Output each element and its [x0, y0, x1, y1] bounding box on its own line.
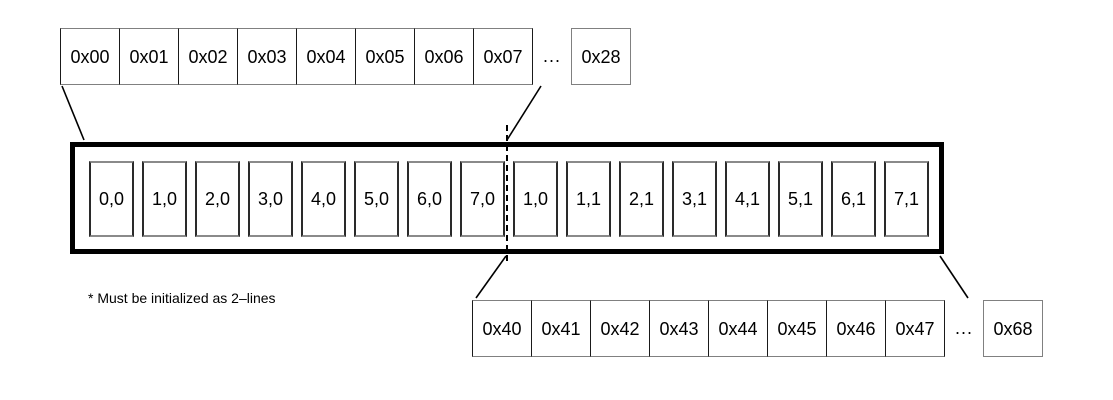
address-cell: 0x00	[60, 28, 120, 85]
address-cell: 0x07	[473, 28, 533, 85]
connector-bottom-right	[939, 255, 969, 299]
top-address-row: 0x00 0x01 0x02 0x03 0x04 0x05 0x06 0x07 …	[60, 28, 631, 85]
memory-cell: 5,1	[778, 161, 823, 237]
address-cell: 0x41	[531, 300, 591, 357]
address-cell: 0x03	[237, 28, 297, 85]
address-cell: 0x45	[767, 300, 827, 357]
connector-top-left	[61, 85, 85, 141]
memory-cell: 7,1	[884, 161, 929, 237]
address-cell: 0x06	[414, 28, 474, 85]
address-cell: 0x46	[826, 300, 886, 357]
memory-cell: 4,0	[301, 161, 346, 237]
memory-cell: 1,0	[513, 161, 558, 237]
connector-top-right	[506, 85, 542, 141]
address-cell: 0x02	[178, 28, 238, 85]
address-cell: 0x47	[885, 300, 945, 357]
memory-cell: 4,1	[725, 161, 770, 237]
address-cell: 0x44	[708, 300, 768, 357]
bottom-address-row: 0x40 0x41 0x42 0x43 0x44 0x45 0x46 0x47 …	[472, 300, 1043, 357]
address-cell: 0x43	[649, 300, 709, 357]
ellipsis-label: ...	[542, 46, 561, 66]
address-cell-last: 0x68	[983, 300, 1043, 357]
memory-cell: 1,1	[566, 161, 611, 237]
memory-cell: 2,1	[619, 161, 664, 237]
ellipsis-label: ...	[954, 318, 973, 338]
memory-cell: 7,0	[460, 161, 505, 237]
address-cell: 0x42	[590, 300, 650, 357]
memory-cell: 3,0	[248, 161, 293, 237]
memory-cell: 3,1	[672, 161, 717, 237]
address-cell: 0x40	[472, 300, 532, 357]
address-cell: 0x04	[296, 28, 356, 85]
address-cell: 0x01	[119, 28, 179, 85]
memory-cell: 5,0	[354, 161, 399, 237]
address-cell-last: 0x28	[571, 28, 631, 85]
memory-cell: 6,0	[407, 161, 452, 237]
connector-bottom-left	[475, 255, 507, 299]
memory-cell: 6,1	[831, 161, 876, 237]
line-split-divider	[506, 125, 508, 261]
memory-cell: 2,0	[195, 161, 240, 237]
memory-cell: 1,0	[142, 161, 187, 237]
memory-cell: 0,0	[89, 161, 134, 237]
memory-cell-strip: 0,0 1,0 2,0 3,0 4,0 5,0 6,0 7,0 1,0 1,1 …	[89, 161, 929, 237]
initialization-note: * Must be initialized as 2–lines	[88, 290, 276, 306]
address-cell: 0x05	[355, 28, 415, 85]
